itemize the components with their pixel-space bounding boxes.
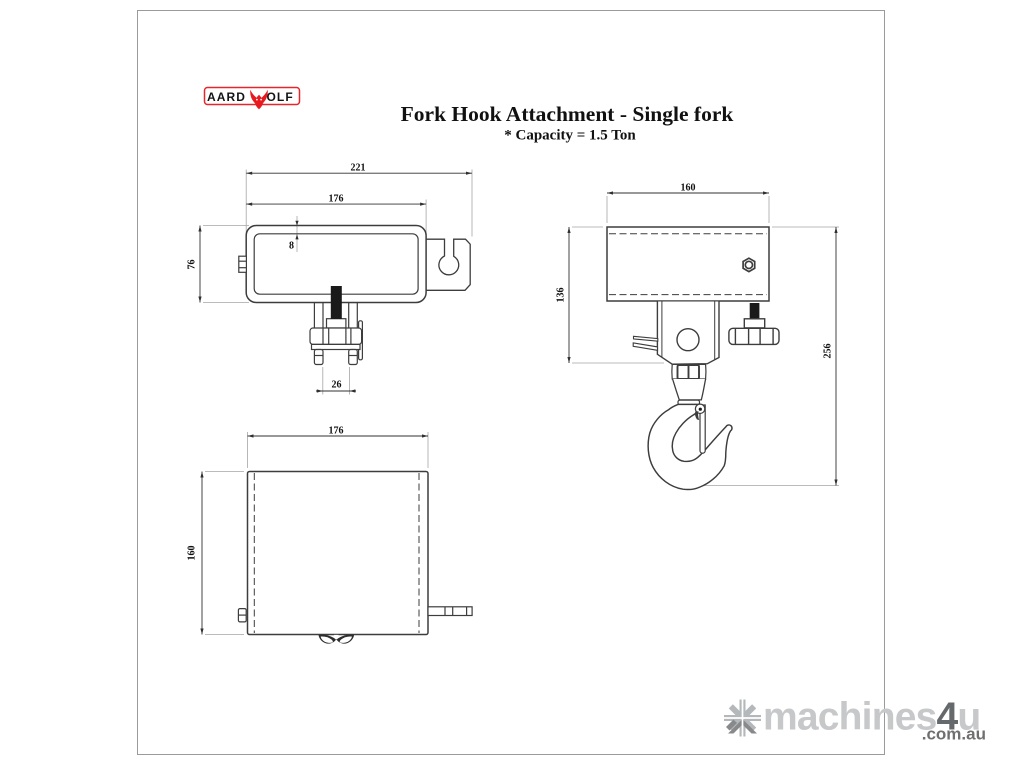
svg-text:76: 76 <box>187 260 198 270</box>
svg-text:256: 256 <box>823 344 834 359</box>
svg-text:176: 176 <box>329 426 344 437</box>
svg-text:160: 160 <box>681 183 696 194</box>
svg-text:* Capacity = 1.5 Ton: * Capacity = 1.5 Ton <box>504 128 636 144</box>
svg-text:AARD: AARD <box>207 90 246 104</box>
svg-text:.com.au: .com.au <box>922 725 986 744</box>
svg-text:8: 8 <box>289 241 294 252</box>
svg-text:machines4u: machines4u <box>763 696 980 739</box>
svg-text:OLF: OLF <box>267 90 294 104</box>
svg-text:160: 160 <box>187 546 198 561</box>
svg-text:176: 176 <box>329 194 344 205</box>
svg-text:Fork Hook Attachment - Single: Fork Hook Attachment - Single fork <box>401 102 734 126</box>
svg-text:136: 136 <box>556 288 567 303</box>
svg-text:221: 221 <box>351 163 366 174</box>
svg-text:26: 26 <box>332 380 342 391</box>
